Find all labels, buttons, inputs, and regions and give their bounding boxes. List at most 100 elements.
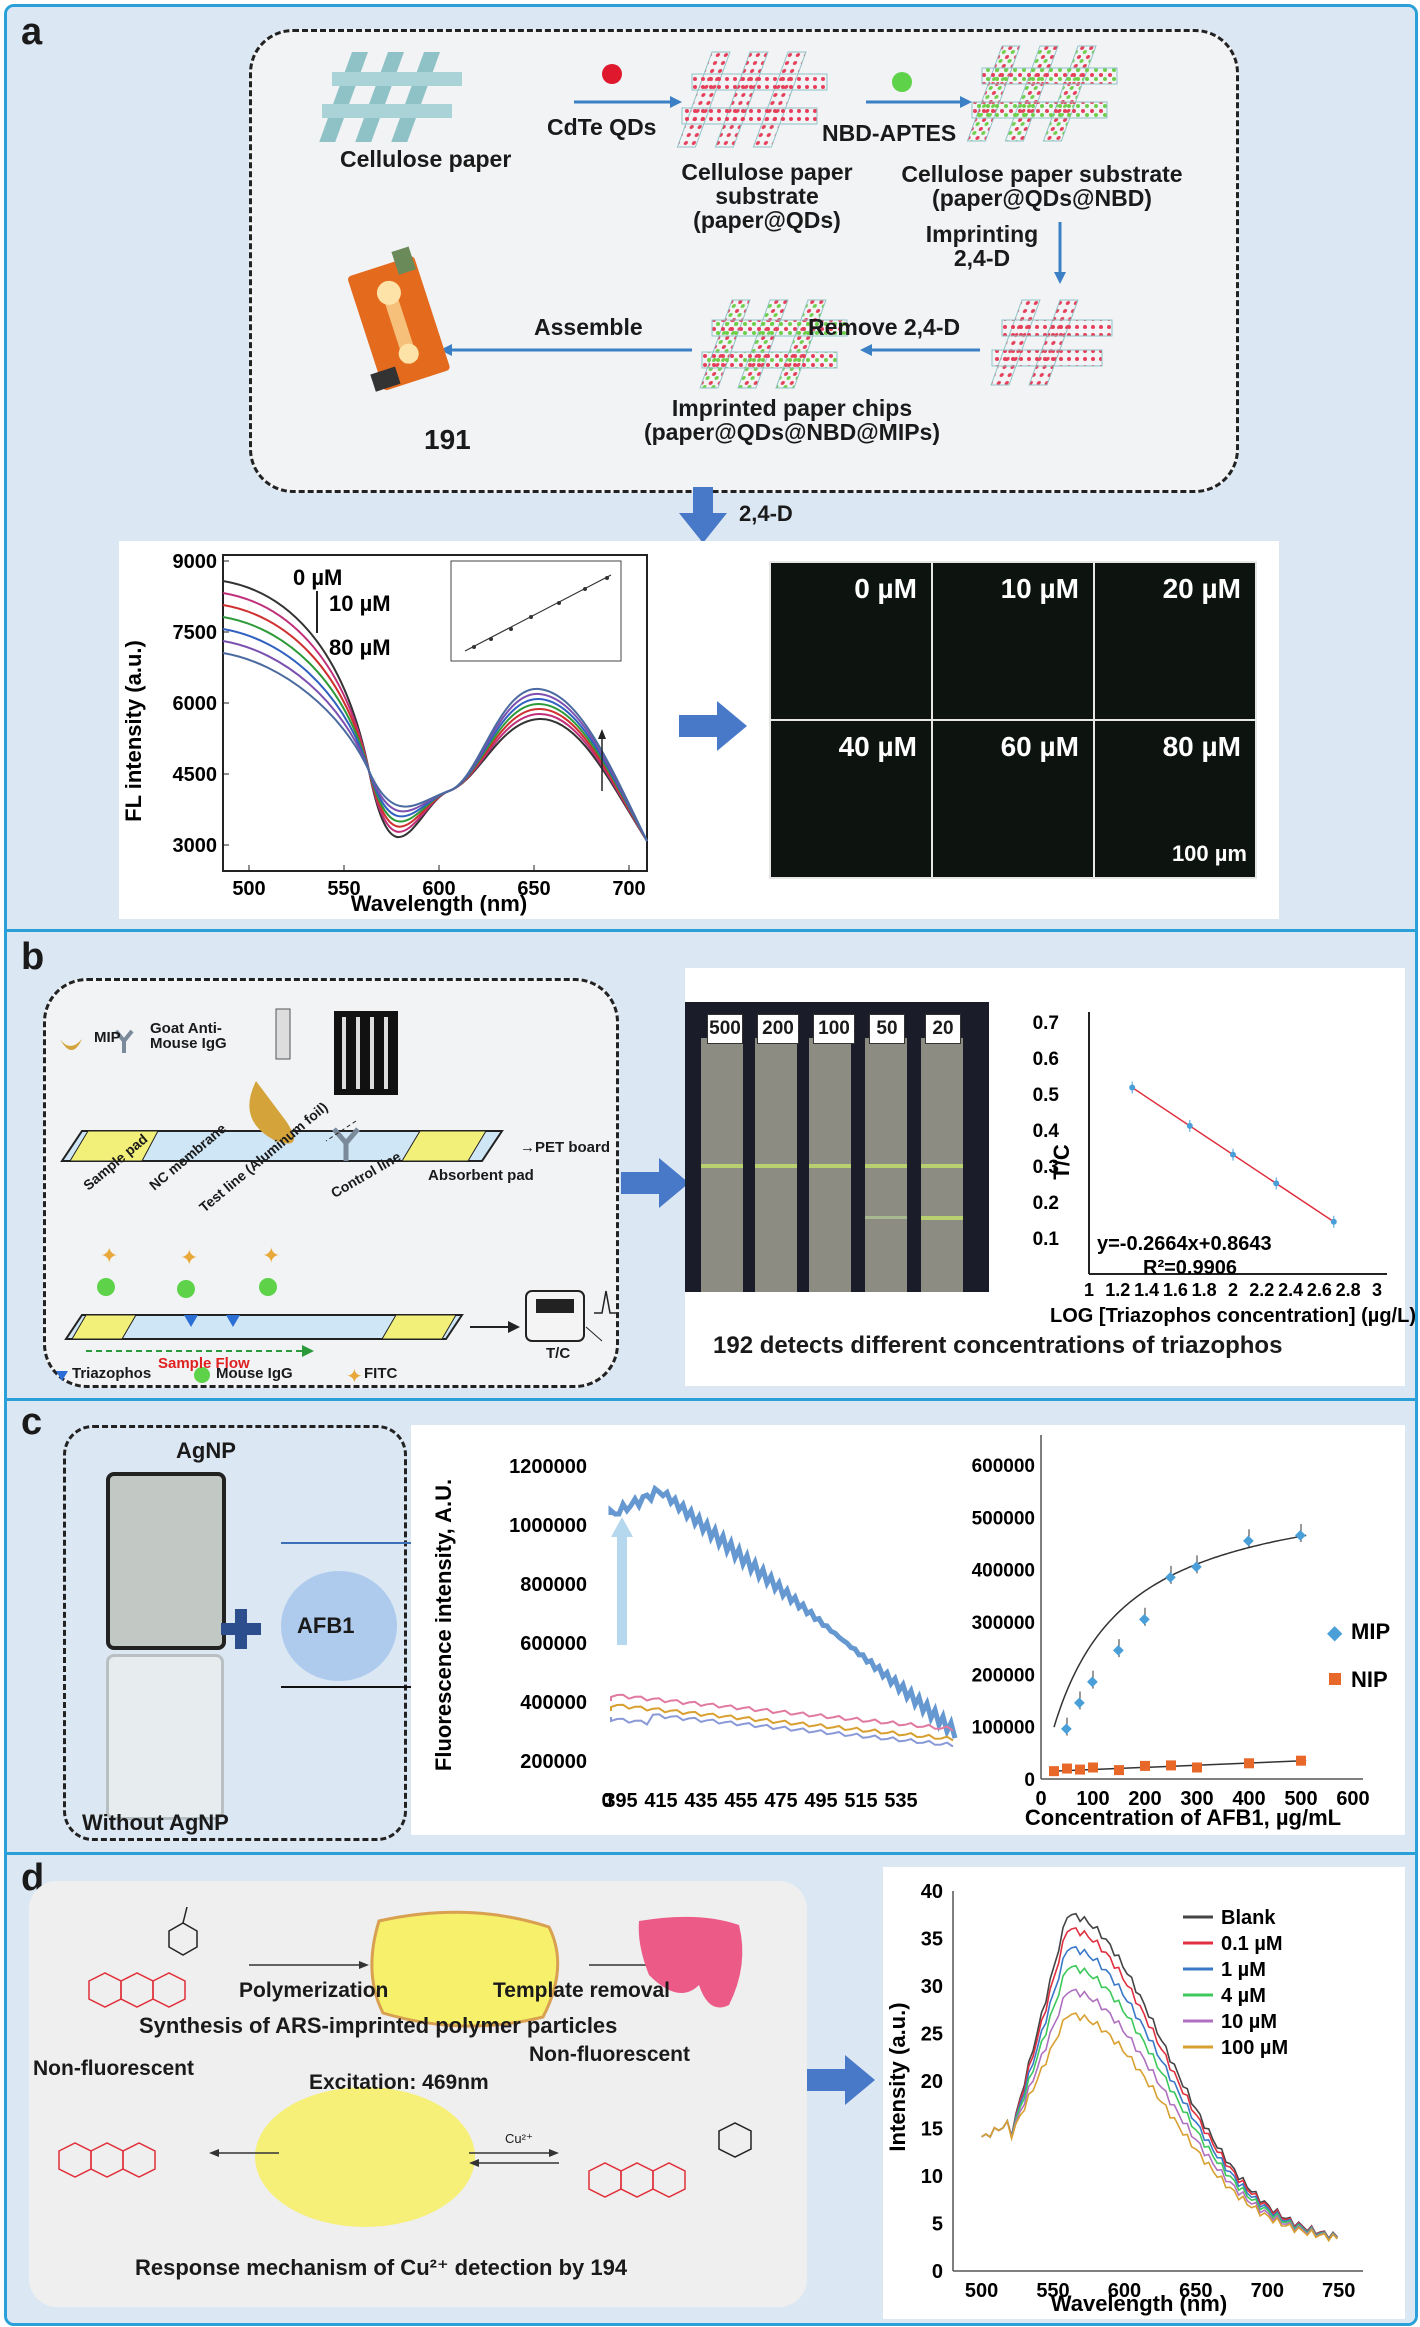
divider-cd xyxy=(7,1852,1415,1855)
strip-label-200: 200 xyxy=(757,1014,799,1044)
fluorescence-spectrum-chart: Fluorescence intensity, A.U. 12000001000… xyxy=(431,1456,958,1812)
fl-ytick: 6000 xyxy=(173,693,218,715)
panel-c-results xyxy=(411,1425,1405,1835)
conc-point-nip xyxy=(1244,1758,1254,1769)
conc-ytick: 0 xyxy=(1024,1770,1035,1791)
conc-legend-mip: MIP xyxy=(1351,1619,1390,1644)
spec-xtick: 535 xyxy=(884,1790,917,1812)
svg-text:✦: ✦ xyxy=(262,1243,280,1268)
spec-ytick: 600000 xyxy=(520,1633,587,1655)
fl-ytick: 9000 xyxy=(173,551,218,573)
conc-ytick: 400000 xyxy=(972,1561,1035,1582)
tc-xlabel: LOG [Triazophos concentration] (µg/L) xyxy=(1050,1305,1416,1327)
svg-text:✦: ✦ xyxy=(180,1245,198,1270)
tc-xtick: 1.8 xyxy=(1192,1280,1217,1300)
micrograph-0: 0 µM xyxy=(769,561,933,721)
tc-point xyxy=(1186,1122,1193,1129)
tc-xtick: 1.4 xyxy=(1134,1280,1159,1300)
plain-chip xyxy=(106,1654,224,1820)
divider-ab xyxy=(7,929,1415,932)
conc-point-nip xyxy=(1049,1766,1059,1777)
spec-ylabel: Fluorescence intensity, A.U. xyxy=(431,1479,456,1771)
tc-xtick: 3 xyxy=(1372,1280,1382,1300)
tc-point xyxy=(1330,1218,1337,1225)
panel-a: a xyxy=(7,7,1415,929)
panel-b-caption: 192 detects different concentrations of … xyxy=(713,1332,1283,1359)
polymerization-label: Polymerization xyxy=(239,1979,389,2002)
agnp-label: AgNP xyxy=(176,1438,236,1463)
conc-point-nip xyxy=(1140,1760,1150,1771)
conc-ytick: 600000 xyxy=(972,1456,1035,1477)
scale-bar-label: 100 µm xyxy=(1171,841,1247,866)
tc-ytick: 0.1 xyxy=(1033,1229,1060,1250)
conc-point-mip: ◆ xyxy=(1191,1557,1202,1573)
spec-xtick: 415 xyxy=(644,1790,677,1812)
fl-xtick: 500 xyxy=(232,878,265,900)
tc-r2: R²=0.9906 xyxy=(1143,1257,1237,1279)
strip-label-500: 500 xyxy=(707,1014,743,1044)
conc-point-nip xyxy=(1166,1760,1176,1771)
fl-xtick: 700 xyxy=(612,878,645,900)
conc-point-mip: ◆ xyxy=(1074,1694,1085,1710)
panel-d: d xyxy=(7,1855,1415,2323)
right-arrow-d xyxy=(807,2055,875,2105)
conc-fit-mip xyxy=(1053,1534,1307,1728)
int-legend-label: 1 µM xyxy=(1221,1959,1266,1981)
fl-annot-10: 10 µM xyxy=(329,591,391,616)
conc-point-mip: ◆ xyxy=(1061,1720,1072,1736)
int-ytick: 30 xyxy=(921,1976,943,1998)
panel-a-label: a xyxy=(21,11,43,53)
figure-frame: a xyxy=(4,4,1418,2326)
strip-label-100: 100 xyxy=(813,1014,855,1044)
int-xtick: 500 xyxy=(965,2280,998,2302)
divider-bc xyxy=(7,1398,1415,1401)
int-ytick: 40 xyxy=(921,1881,943,1903)
tc-xtick: 2.6 xyxy=(1307,1280,1332,1300)
substrate-nbd-label: Cellulose paper substrate (paper@QDs@NBD… xyxy=(901,161,1183,211)
cdte-qds-label: CdTe QDs xyxy=(547,114,657,140)
tc-point xyxy=(1230,1151,1236,1158)
qds-grid xyxy=(676,51,828,148)
int-legend-label: 10 µM xyxy=(1221,2011,1277,2033)
assemble-label: Assemble xyxy=(534,314,643,340)
fl-inset-calibration xyxy=(450,560,622,662)
spec-xtick: 0 xyxy=(601,1790,612,1812)
panel-d-results xyxy=(883,1867,1405,2319)
legend-fitc: FITC xyxy=(364,1365,398,1382)
tc-ytick: 0.4 xyxy=(1033,1121,1060,1142)
conc-point-nip xyxy=(1088,1762,1098,1773)
strip-label-50: 50 xyxy=(869,1014,905,1044)
conc-point-mip: ◆ xyxy=(1113,1641,1124,1657)
spec-curve-agnp xyxy=(608,1484,958,1739)
conc-point-mip: ◆ xyxy=(1165,1568,1176,1584)
non-fluorescent-right: Non-fluorescent xyxy=(529,2043,691,2066)
panel-c-label: c xyxy=(21,1401,43,1443)
mechanism-scheme: Polymerization Template removal Synthesi… xyxy=(29,1881,807,2307)
conc-xtick: 300 xyxy=(1180,1788,1213,1810)
tc-marks xyxy=(1129,1081,1337,1228)
tc-xtick: 1.2 xyxy=(1105,1280,1130,1300)
fl-ytick: 7500 xyxy=(173,622,218,644)
conc-point-nip xyxy=(1075,1764,1085,1775)
device-number: 191 xyxy=(424,424,471,455)
imprinted-chips-label: Imprinted paper chips (paper@QDs@NBD@MIP… xyxy=(643,395,941,445)
template-removal-label: Template removal xyxy=(493,1979,671,2002)
conc-legend-nip: NIP xyxy=(1351,1667,1388,1692)
nbd-aptes-label: NBD-APTES xyxy=(822,120,957,146)
legend-mip: MIP xyxy=(94,1029,121,1046)
non-fluorescent-left: Non-fluorescent xyxy=(33,2057,195,2080)
cdte-qd-dot xyxy=(602,64,622,84)
strip-500 xyxy=(701,1038,743,1292)
conc-xtick: 100 xyxy=(1076,1788,1109,1810)
imprinted-grid-right xyxy=(990,299,1113,386)
fl-curves xyxy=(222,580,648,842)
conc-point-nip xyxy=(1296,1755,1306,1766)
panel-b: b xyxy=(7,932,1415,1398)
tc-ytick: 0.3 xyxy=(1033,1157,1059,1178)
afb1-circle xyxy=(281,1571,397,1681)
int-legend-label: Blank xyxy=(1221,1907,1276,1929)
conc-xtick: 0 xyxy=(1035,1788,1046,1810)
afb1-concentration-chart: Concentration of AFB1, µg/mL 60000050000… xyxy=(972,1435,1390,1830)
